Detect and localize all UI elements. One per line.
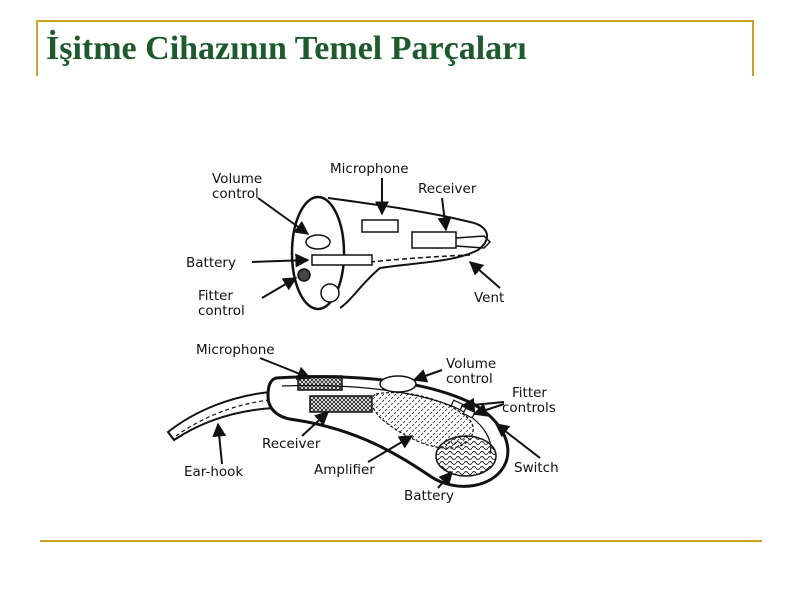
right-rule: [752, 20, 754, 76]
ite-label-vent: Vent: [474, 290, 504, 306]
bte-arrow-receiver: [301, 411, 330, 437]
bte-arrow-microphone: [259, 357, 312, 380]
ite-hearing-aid: [290, 195, 492, 311]
ite-label-receiver: Receiver: [418, 181, 477, 197]
bte-battery-compartment: [435, 435, 497, 477]
top-rule: [36, 20, 754, 22]
ite-label-battery: Battery: [186, 255, 236, 271]
ite-volume-knob: [305, 234, 331, 250]
bte-ear-hook-inner: [175, 399, 271, 437]
bte-ear-hook: [166, 391, 275, 442]
bte-arrow-amplifier: [367, 435, 414, 463]
bte-label-receiver: Receiver: [262, 436, 321, 452]
bte-volume-wheel: [379, 375, 417, 393]
bte-label-switch: Switch: [514, 460, 559, 476]
bte-arrow-battery: [437, 470, 453, 489]
ite-label-volume-1: Volume: [212, 171, 262, 187]
ite-vent-opening: [320, 283, 340, 303]
ite-receiver: [411, 231, 457, 249]
bottom-rule: [40, 540, 762, 542]
ite-arrow-fitter: [261, 277, 298, 299]
bte-receiver: [309, 395, 373, 413]
bte-arrow-switch: [494, 423, 541, 459]
ite-label-microphone: Microphone: [330, 161, 409, 177]
bte-label-microphone: Microphone: [196, 342, 275, 358]
bte-label-fitter-1: Fitter: [512, 385, 547, 401]
bte-label-battery: Battery: [404, 488, 454, 504]
ite-fitter-control: [297, 268, 311, 282]
ite-shell-body: [327, 197, 488, 309]
ite-receiver-tube: [455, 235, 492, 249]
ite-vent-line: [369, 254, 471, 263]
bte-label-volume-2: control: [446, 371, 493, 387]
ite-battery-door: [311, 254, 373, 266]
slide-title: İşitme Cihazının Temel Parçaları: [46, 30, 527, 67]
ite-arrow-receiver: [437, 197, 452, 232]
ite-microphone: [361, 219, 399, 233]
bte-label-ear-hook: Ear-hook: [184, 464, 243, 480]
ite-label-volume-2: control: [212, 186, 259, 202]
bte-arrow-fitter-b: [472, 403, 505, 417]
bte-arrow-ear-hook: [212, 422, 227, 465]
ite-arrow-vent: [468, 261, 501, 289]
bte-arrow-volume: [412, 369, 443, 383]
bte-label-volume-1: Volume: [446, 356, 496, 372]
bte-microphone: [297, 375, 343, 391]
ite-arrow-battery: [251, 253, 310, 268]
bte-label-amplifier: Amplifier: [314, 462, 375, 478]
bte-label-fitter-2: controls: [502, 400, 556, 416]
ite-label-fitter-1: Fitter: [198, 288, 233, 304]
ite-label-fitter-2: control: [198, 303, 245, 319]
left-rule: [36, 20, 38, 76]
ite-arrow-volume: [257, 197, 310, 235]
bte-hearing-aid: [166, 375, 510, 488]
